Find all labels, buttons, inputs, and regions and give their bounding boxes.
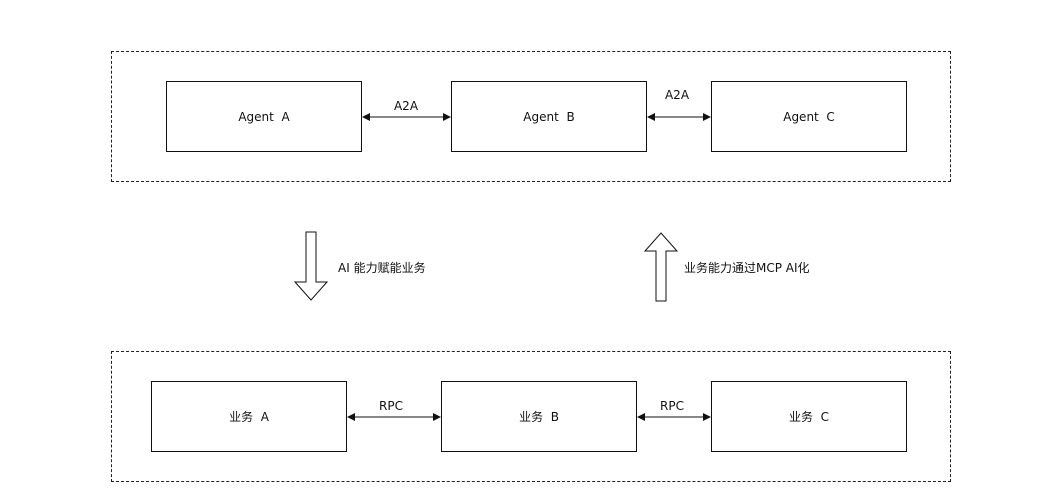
business-b-node[interactable]: 业务 B <box>441 381 637 452</box>
agent-a-node[interactable]: Agent A <box>166 81 362 152</box>
up-flow-label: 业务能力通过MCP AI化 <box>684 261 810 275</box>
down-block-arrow[interactable] <box>293 231 329 301</box>
agent-b-node[interactable]: Agent B <box>451 81 647 152</box>
business-c-node[interactable]: 业务 C <box>711 381 907 452</box>
down-flow-label: AI 能力赋能业务 <box>338 261 426 275</box>
business-layer-group <box>111 351 951 482</box>
rpc-label-ab: RPC <box>379 399 403 413</box>
a2a-label-bc: A2A <box>664 88 690 102</box>
agent-layer-group <box>111 51 951 182</box>
up-block-arrow[interactable] <box>643 232 679 302</box>
business-a-node[interactable]: 业务 A <box>151 381 347 452</box>
a2a-label-ab: A2A <box>393 99 419 113</box>
rpc-label-bc: RPC <box>660 399 684 413</box>
agent-c-node[interactable]: Agent C <box>711 81 907 152</box>
